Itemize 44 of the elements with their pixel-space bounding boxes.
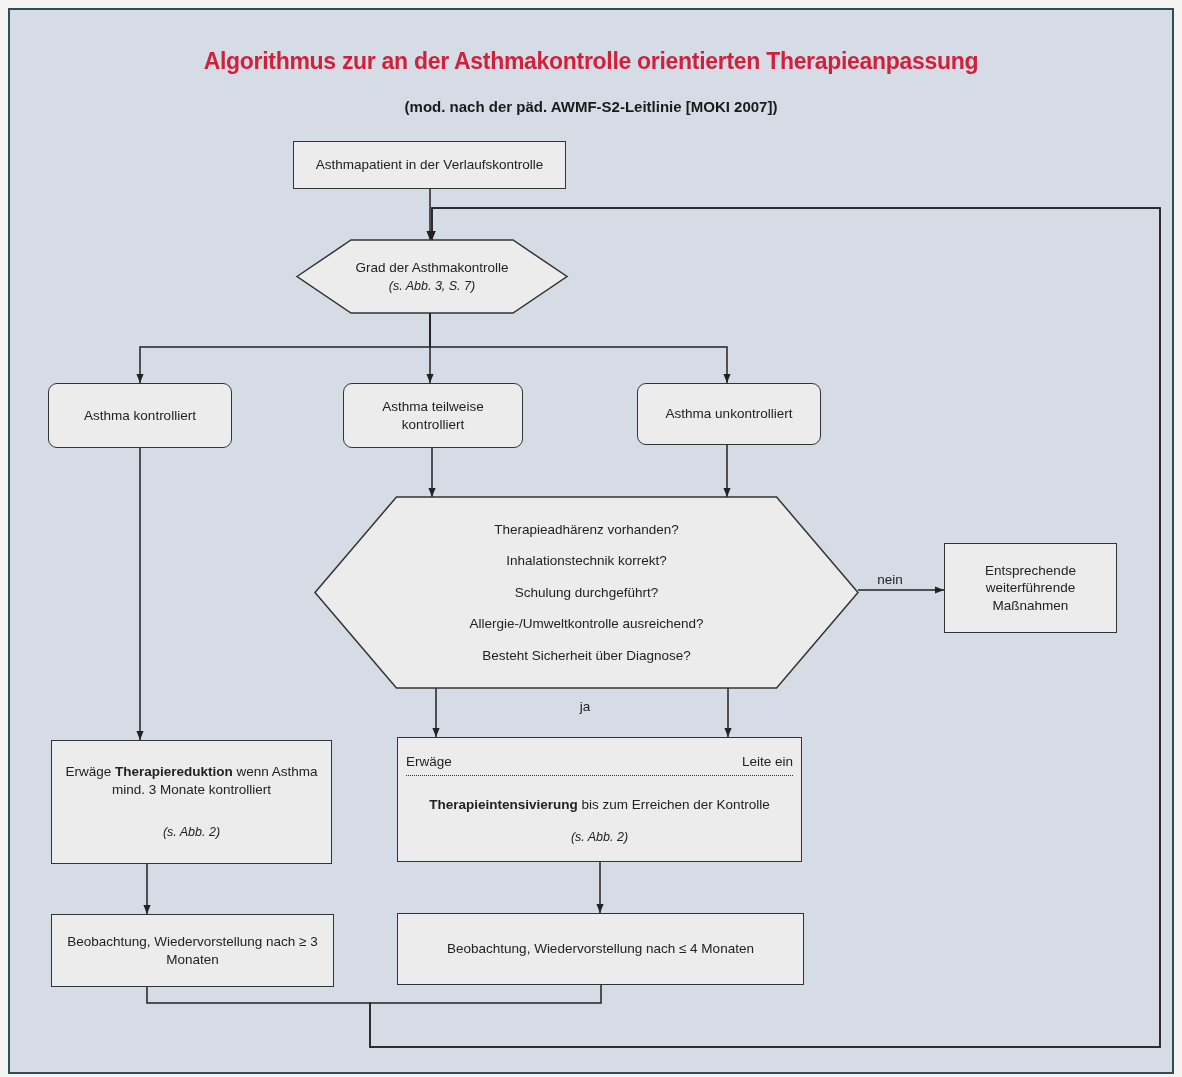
box-text: Allergie-/Umweltkontrolle ausreichend? — [469, 615, 704, 633]
diagram-subtitle: (mod. nach der päd. AWMF-S2-Leitlinie [MOKI 2007]) — [404, 98, 778, 115]
arrow — [432, 687, 440, 738]
arrow — [426, 188, 434, 241]
arrow — [428, 447, 436, 498]
arrow — [724, 687, 732, 738]
rounded-box — [343, 383, 523, 448]
arrow — [429, 312, 731, 384]
box-text: (s. Abb. 2) — [570, 829, 629, 846]
decision-hexagon — [315, 497, 858, 688]
box-text: Inhalationstechnik korrekt? — [506, 552, 667, 570]
box-text: (s. Abb. 3, S. 7) — [388, 278, 476, 295]
arrow — [596, 861, 604, 914]
box-text: Besteht Sicherheit über Diagnose? — [482, 646, 691, 665]
box-text: Asthma teilweise kontrolliert — [381, 397, 485, 434]
arrow — [369, 207, 1161, 1048]
process-box — [51, 914, 334, 987]
rounded-box — [637, 383, 821, 445]
box-text: Entsprechende weiterführende Maßnahmen — [984, 561, 1077, 615]
box-text: (s. Abb. 2) — [162, 824, 221, 841]
box-text: Beobachtung, Wiedervorstellung nach ≤ 4 Monaten — [447, 940, 754, 958]
arrow — [136, 447, 144, 741]
box-text: Erwäge Therapiereduktion wenn Asthma mind. 3 Monate kontrolliert — [64, 763, 319, 799]
box-text: Therapieadhärenz vorhanden? — [494, 520, 679, 539]
box-text: Schulung durchgeführt? — [514, 583, 659, 602]
box-text: Therapieintensivierung bis zum Erreichen der Kontrolle — [429, 795, 770, 814]
decision-hexagon — [297, 240, 567, 313]
process-box — [397, 913, 804, 985]
box-text: Leite ein — [741, 753, 793, 771]
box-text: Asthmapatient in der Verlaufskontrolle — [315, 156, 544, 174]
arrow — [857, 586, 945, 594]
arrow — [723, 444, 731, 498]
box-text: Grad der Asthmakontrolle — [355, 258, 509, 277]
process-box — [397, 737, 802, 862]
process-box — [944, 543, 1117, 633]
process-box — [293, 141, 566, 189]
rounded-box — [48, 383, 232, 448]
box-text: Asthma kontrolliert — [84, 406, 196, 425]
box-text: Asthma unkontrolliert — [665, 405, 793, 423]
process-box — [51, 740, 332, 864]
box-text: Erwäge — [406, 753, 452, 771]
box-text: Beobachtung, Wiedervorstellung nach ≥ 3 Monaten — [66, 932, 319, 969]
arrow — [143, 863, 151, 915]
diagram-title: Algorithmus zur an der Asthmakontrolle orientierten Therapieanpassung — [203, 48, 979, 75]
